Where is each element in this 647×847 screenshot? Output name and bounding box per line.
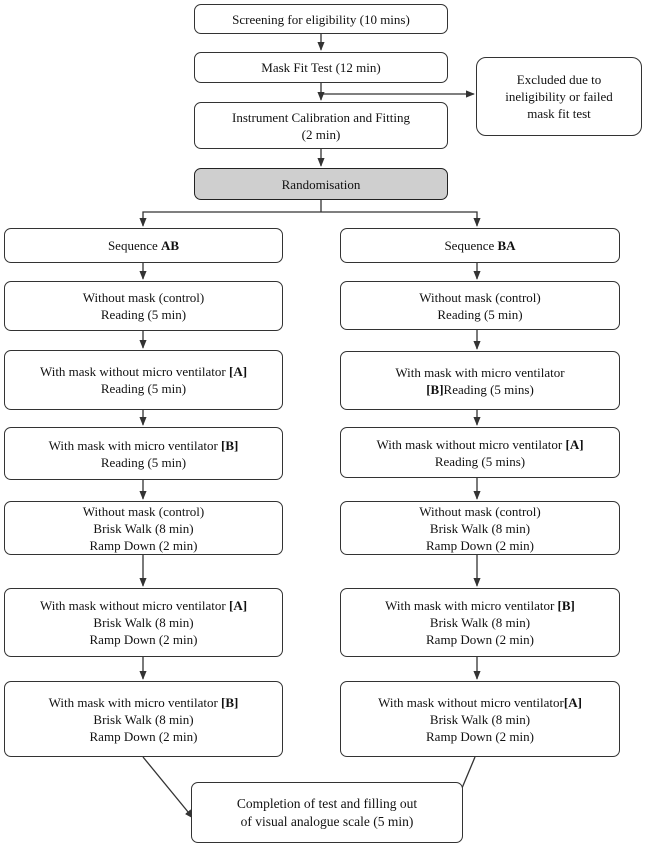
ba-step-5-line-3: Ramp Down (2 min) bbox=[426, 632, 534, 647]
ab-step-4-line-1: Without mask (control) bbox=[82, 503, 205, 519]
ba-step-1: Without mask (control) Reading (5 min) bbox=[340, 281, 620, 330]
sequence-ab-prefix: Sequence bbox=[107, 238, 161, 253]
sequence-ba-code: BA bbox=[497, 238, 516, 253]
ab-step-4-line-2: Brisk Walk (8 min) bbox=[93, 520, 194, 536]
ab-step-6-condition: With mask with micro ventilator bbox=[48, 694, 222, 710]
excluded-line-3: mask fit test bbox=[527, 106, 591, 121]
ba-step-2-activity: Reading (5 mins) bbox=[443, 381, 534, 397]
ba-step-5-condition: With mask with micro ventilator bbox=[385, 598, 558, 613]
ab-step-3-line-1: With mask with micro ventilator [B] bbox=[49, 437, 239, 454]
sequence-ab-node: Sequence AB bbox=[4, 228, 283, 263]
ab-step-5-condition: With mask without micro ventilator bbox=[39, 598, 229, 613]
ba-step-3-line-2: Reading (5 mins) bbox=[434, 453, 526, 469]
completion-line-2: of visual analogue scale (5 min) bbox=[240, 813, 414, 829]
ba-step-6-line-2: Brisk Walk (8 min) bbox=[429, 711, 531, 727]
ab-step-1-line-2: Reading (5 min) bbox=[100, 307, 187, 322]
ba-step-5: With mask with micro ventilator [B] Bris… bbox=[340, 588, 620, 657]
ab-step-3-condition: With mask with micro ventilator bbox=[48, 437, 222, 453]
screening-label: Screening for eligibility (10 mins) bbox=[232, 11, 410, 27]
sequence-ba-prefix: Sequence bbox=[444, 238, 498, 253]
ba-step-3: With mask without micro ventilator [A] R… bbox=[340, 427, 620, 478]
mask-fit-label: Mask Fit Test (12 min) bbox=[261, 60, 381, 75]
ab-step-6-code: [B] bbox=[221, 694, 239, 710]
ba-step-2-line-1: With mask with micro ventilator bbox=[395, 364, 565, 380]
ba-step-6: With mask without micro ventilator[A] Br… bbox=[340, 681, 620, 757]
excluded-node: Excluded due to ineligibility or failed … bbox=[476, 57, 642, 136]
ba-step-3-condition: With mask without micro ventilator bbox=[376, 436, 566, 452]
edge-ab6-completion bbox=[142, 756, 194, 819]
ba-step-6-condition: With mask without micro ventilator bbox=[378, 694, 564, 710]
ba-step-5-line-2: Brisk Walk (8 min) bbox=[429, 615, 531, 630]
ab-step-6: With mask with micro ventilator [B] Bris… bbox=[4, 681, 283, 757]
ba-step-1-line-2: Reading (5 min) bbox=[437, 306, 523, 322]
ba-step-4-line-2: Brisk Walk (8 min) bbox=[429, 520, 531, 536]
ab-step-6-line-1: With mask with micro ventilator [B] bbox=[49, 694, 239, 711]
calibration-node: Instrument Calibration and Fitting (2 mi… bbox=[194, 102, 448, 149]
randomisation-node: Randomisation bbox=[194, 168, 448, 200]
ba-step-5-code: [B] bbox=[557, 598, 575, 613]
completion-node: Completion of test and filling out of vi… bbox=[191, 782, 463, 843]
screening-node: Screening for eligibility (10 mins) bbox=[194, 4, 448, 34]
ba-step-6-code: [A] bbox=[563, 694, 582, 710]
ab-step-2-condition: With mask without micro ventilator bbox=[39, 364, 229, 379]
sequence-ab-code: AB bbox=[161, 238, 180, 253]
sequence-ab-label: Sequence AB bbox=[108, 237, 179, 254]
ab-step-5: With mask without micro ventilator [A] B… bbox=[4, 588, 283, 657]
ab-step-1-line-1: Without mask (control) bbox=[82, 290, 205, 305]
ab-step-5-line-3: Ramp Down (2 min) bbox=[89, 632, 198, 647]
sequence-ba-node: Sequence BA bbox=[340, 228, 620, 263]
ab-step-3-line-2: Reading (5 min) bbox=[100, 454, 187, 470]
mask-fit-node: Mask Fit Test (12 min) bbox=[194, 52, 448, 83]
ab-step-2-code: [A] bbox=[228, 364, 248, 379]
ab-step-2-line-1: With mask without micro ventilator [A] bbox=[40, 363, 247, 380]
ab-step-1: Without mask (control) Reading (5 min) bbox=[4, 281, 283, 331]
ba-step-3-line-1: With mask without micro ventilator [A] bbox=[376, 436, 583, 453]
sequence-ba-label: Sequence BA bbox=[444, 237, 515, 254]
ba-step-4-line-3: Ramp Down (2 min) bbox=[426, 537, 534, 553]
ab-step-2: With mask without micro ventilator [A] R… bbox=[4, 350, 283, 410]
calibration-line-2: (2 min) bbox=[301, 126, 341, 142]
excluded-line-2: ineligibility or failed bbox=[505, 89, 613, 104]
ab-step-5-line-2: Brisk Walk (8 min) bbox=[93, 615, 194, 630]
edge-randomisation-ab bbox=[139, 211, 321, 227]
completion-line-1: Completion of test and filling out bbox=[236, 795, 418, 811]
ab-step-4-line-3: Ramp Down (2 min) bbox=[89, 537, 198, 553]
ba-step-5-line-1: With mask with micro ventilator [B] bbox=[385, 597, 575, 614]
ab-step-4: Without mask (control) Brisk Walk (8 min… bbox=[4, 501, 283, 555]
ab-step-5-code: [A] bbox=[228, 598, 248, 613]
ba-step-4-line-1: Without mask (control) bbox=[419, 503, 541, 519]
ab-step-3-code: [B] bbox=[221, 437, 239, 453]
calibration-line-1: Instrument Calibration and Fitting bbox=[231, 109, 410, 125]
edge-randomisation-ba bbox=[321, 211, 481, 227]
ba-step-2: With mask with micro ventilator [B]Readi… bbox=[340, 351, 620, 410]
ab-step-3: With mask with micro ventilator [B] Read… bbox=[4, 427, 283, 480]
ab-step-5-line-1: With mask without micro ventilator [A] bbox=[40, 597, 247, 614]
excluded-line-1: Excluded due to bbox=[516, 72, 602, 87]
ab-step-6-line-3: Ramp Down (2 min) bbox=[89, 728, 198, 744]
ba-step-4: Without mask (control) Brisk Walk (8 min… bbox=[340, 501, 620, 555]
ba-step-2-line-2: [B]Reading (5 mins) bbox=[426, 381, 534, 398]
ba-step-1-line-1: Without mask (control) bbox=[419, 289, 541, 305]
ba-step-2-code: [B] bbox=[426, 381, 444, 397]
randomisation-label: Randomisation bbox=[281, 176, 361, 192]
ba-step-6-line-3: Ramp Down (2 min) bbox=[426, 728, 534, 744]
ba-step-3-code: [A] bbox=[565, 436, 584, 452]
ba-step-6-line-1: With mask without micro ventilator[A] bbox=[378, 694, 582, 711]
ab-step-6-line-2: Brisk Walk (8 min) bbox=[93, 711, 194, 727]
ab-step-2-line-2: Reading (5 min) bbox=[100, 381, 187, 396]
